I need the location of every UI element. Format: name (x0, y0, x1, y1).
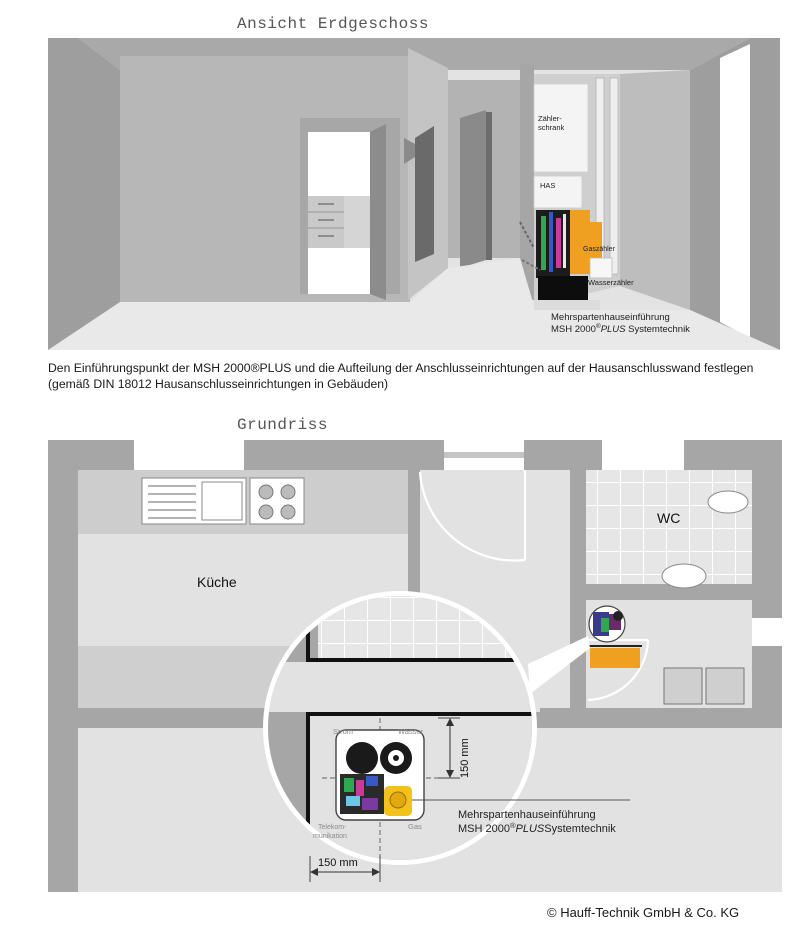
kitchen-stove (249, 477, 305, 525)
caption-line-1: Den Einführungspunkt der MSH 2000®PLUS u… (48, 361, 754, 375)
elevation-labels: Zähler- schrank HAS Gaszähler Wasserzähl… (538, 114, 690, 335)
label-kueche: Küche (197, 574, 237, 590)
corridor-door-2 (460, 110, 486, 268)
svg-text:Wasser: Wasser (398, 727, 424, 736)
label-has: HAS (540, 181, 555, 190)
label-telekom-2: munikation (313, 833, 347, 840)
label-product-plan-1: Mehrspartenhauseinführung (458, 809, 596, 821)
label-strom: Strom (333, 727, 353, 736)
svg-text:Mehrspartenhauseinführung: Mehrspartenhauseinführung (458, 809, 596, 821)
caption: Den Einführungspunkt der MSH 2000®PLUS u… (48, 361, 788, 392)
strom-port (346, 742, 378, 774)
has-box (533, 175, 583, 209)
copyright: © Hauff-Technik GmbH & Co. KG (547, 905, 740, 920)
label-telekom-1: Telekom- (318, 824, 347, 831)
corridor-door-dark (415, 126, 434, 262)
label-wasserzaehler: Wasserzähler (588, 278, 634, 287)
svg-text:150 mm: 150 mm (459, 738, 471, 778)
label-product-elevation-1: Mehrspartenhauseinführung (551, 312, 670, 323)
kitchen-door-jamb (370, 124, 386, 300)
elevation-view (48, 38, 780, 350)
appliance-1 (663, 667, 703, 705)
wc-basin (661, 563, 707, 589)
svg-text:Wasserzähler: Wasserzähler (588, 278, 634, 287)
kitchen-window (134, 440, 244, 470)
water-meter-box (589, 257, 613, 279)
svg-text:Mehrspartenhauseinführung: Mehrspartenhauseinführung (551, 312, 670, 323)
pipe-2 (609, 77, 619, 275)
appliance-2 (705, 667, 745, 705)
svg-text:Gas: Gas (408, 822, 422, 831)
dim-vertical-label: 150 mm (459, 738, 471, 778)
svg-text:Gaszähler: Gaszähler (583, 246, 616, 253)
wc-window (602, 440, 684, 470)
door-swing-hall (418, 471, 526, 562)
meter-cabinet-box (533, 83, 589, 173)
floor (48, 258, 780, 350)
label-product-plan-2: MSH 2000®PLUSSystemtechnik (458, 821, 616, 835)
elevation-title: Ansicht Erdgeschoss (237, 15, 429, 33)
door-swing-utility (587, 639, 650, 702)
label-wasser: Wasser (398, 727, 424, 736)
floorplan-labels: Küche WC Strom Wasser Telekom- munikatio… (197, 510, 680, 869)
svg-text:Zähler-: Zähler- (538, 114, 562, 123)
svg-text:Telekom-: Telekom- (318, 824, 347, 831)
label-wc: WC (657, 510, 680, 526)
svg-text:Küche: Küche (197, 574, 237, 590)
utility-window (752, 618, 782, 646)
zoom-pointer (528, 636, 590, 694)
meter-strip (590, 648, 640, 668)
svg-text:HAS: HAS (540, 181, 555, 190)
wc-toilet (707, 490, 749, 514)
floorplan-title: Grundriss (237, 416, 328, 434)
svg-text:Strom: Strom (333, 727, 353, 736)
label-gaszaehler: Gaszähler (583, 246, 616, 253)
svg-text:150 mm: 150 mm (318, 857, 358, 869)
svg-text:schrank: schrank (538, 123, 565, 132)
svg-text:WC: WC (657, 510, 680, 526)
left-wall (48, 38, 120, 350)
dim-horizontal-label: 150 mm (318, 857, 358, 869)
zoom-detail (263, 591, 630, 882)
label-zaehlerschrank-1: Zähler- (538, 114, 562, 123)
caption-line-2: (gemäß DIN 18012 Hausanschlusseinrichtun… (48, 376, 389, 391)
wc-room (586, 470, 752, 584)
label-product-elevation-2: MSH 2000®PLUS Systemtechnik (551, 322, 690, 335)
svg-text:munikation: munikation (313, 833, 347, 840)
label-zaehlerschrank-2: schrank (538, 123, 565, 132)
kitchen-cabinet (308, 196, 344, 248)
right-window (720, 44, 750, 338)
label-gas: Gas (408, 822, 422, 831)
